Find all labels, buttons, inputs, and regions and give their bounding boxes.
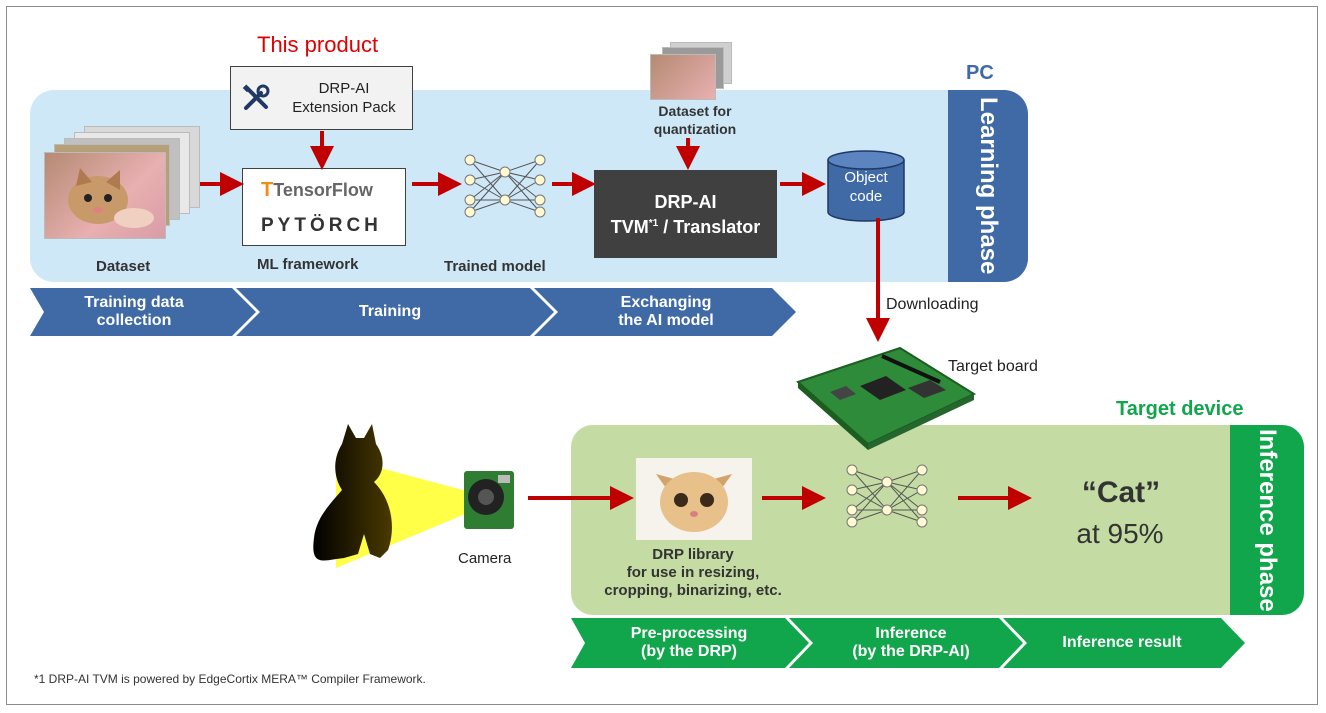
kitten-image [68, 168, 154, 228]
translator-line1: DRP-AI [654, 191, 717, 212]
quantization-image-stack [650, 42, 740, 102]
trained-model-label: Trained model [444, 258, 546, 275]
camera-icon [464, 471, 514, 529]
extension-pack-line1: DRP-AI [318, 80, 370, 97]
quantization-label: Dataset for quantization [653, 103, 737, 137]
extension-pack-line2: Extension Pack [292, 99, 396, 116]
chevron-training-data [30, 288, 256, 336]
extension-pack-box: DRP-AI Extension Pack [230, 66, 413, 130]
step-training: Training [358, 303, 422, 320]
tensorflow-icon: T [261, 179, 274, 201]
ml-framework-box: TTensorFlow PYTÖRCH [242, 168, 406, 246]
this-product-label: This product [257, 32, 379, 57]
result-confidence: at 95% [1076, 518, 1164, 549]
inference-network-icon [846, 464, 928, 528]
chevron-inference-result [1003, 618, 1245, 668]
translator-box: DRP-AI TVM*1 / Translator [594, 170, 777, 258]
trained-model-network-icon [464, 154, 546, 218]
downloading-label: Downloading [886, 296, 979, 313]
footnote: *1 DRP-AI TVM is powered by EdgeCortix M… [34, 672, 426, 686]
learning-phase-label: Learning phase [948, 90, 1028, 282]
chevron-preprocessing [571, 618, 809, 668]
result-word: “Cat” [1081, 476, 1161, 509]
translator-line2: TVM*1 / Translator [610, 216, 761, 237]
object-code-label: Object code [844, 169, 888, 205]
step-preprocessing: Pre-processing(by the DRP) [630, 625, 748, 660]
learning-steps-chevrons [30, 288, 796, 336]
step-inference: Inference(by the DRP-AI) [852, 625, 970, 660]
inference-phase-label: Inference phase [1230, 425, 1304, 615]
diagram-frame [6, 6, 1318, 705]
pc-label: PC [966, 62, 994, 84]
inference-steps-chevrons [571, 618, 1245, 668]
drp-library-image [636, 458, 752, 540]
target-device-label: Target device [1116, 398, 1244, 420]
camera-label: Camera [458, 550, 512, 567]
tools-icon [242, 84, 270, 110]
cat-silhouette-scene [313, 424, 470, 568]
chevron-exchanging [534, 288, 796, 336]
dataset-image-stack [44, 126, 204, 246]
target-board-label: Target board [948, 358, 1038, 375]
target-board-image [796, 346, 977, 450]
ml-framework-label: ML framework [257, 256, 359, 273]
chevron-inference [789, 618, 1023, 668]
pytorch-logo: PYTÖRCH [261, 215, 382, 236]
tensorflow-logo: TTensorFlow [261, 179, 373, 201]
step-inference-result: Inference result [1062, 634, 1182, 651]
chevron-training [236, 288, 554, 336]
drp-library-label: DRP library for use in resizing, croppin… [604, 546, 782, 599]
dataset-label: Dataset [96, 258, 151, 275]
object-code-cylinder [827, 150, 905, 222]
